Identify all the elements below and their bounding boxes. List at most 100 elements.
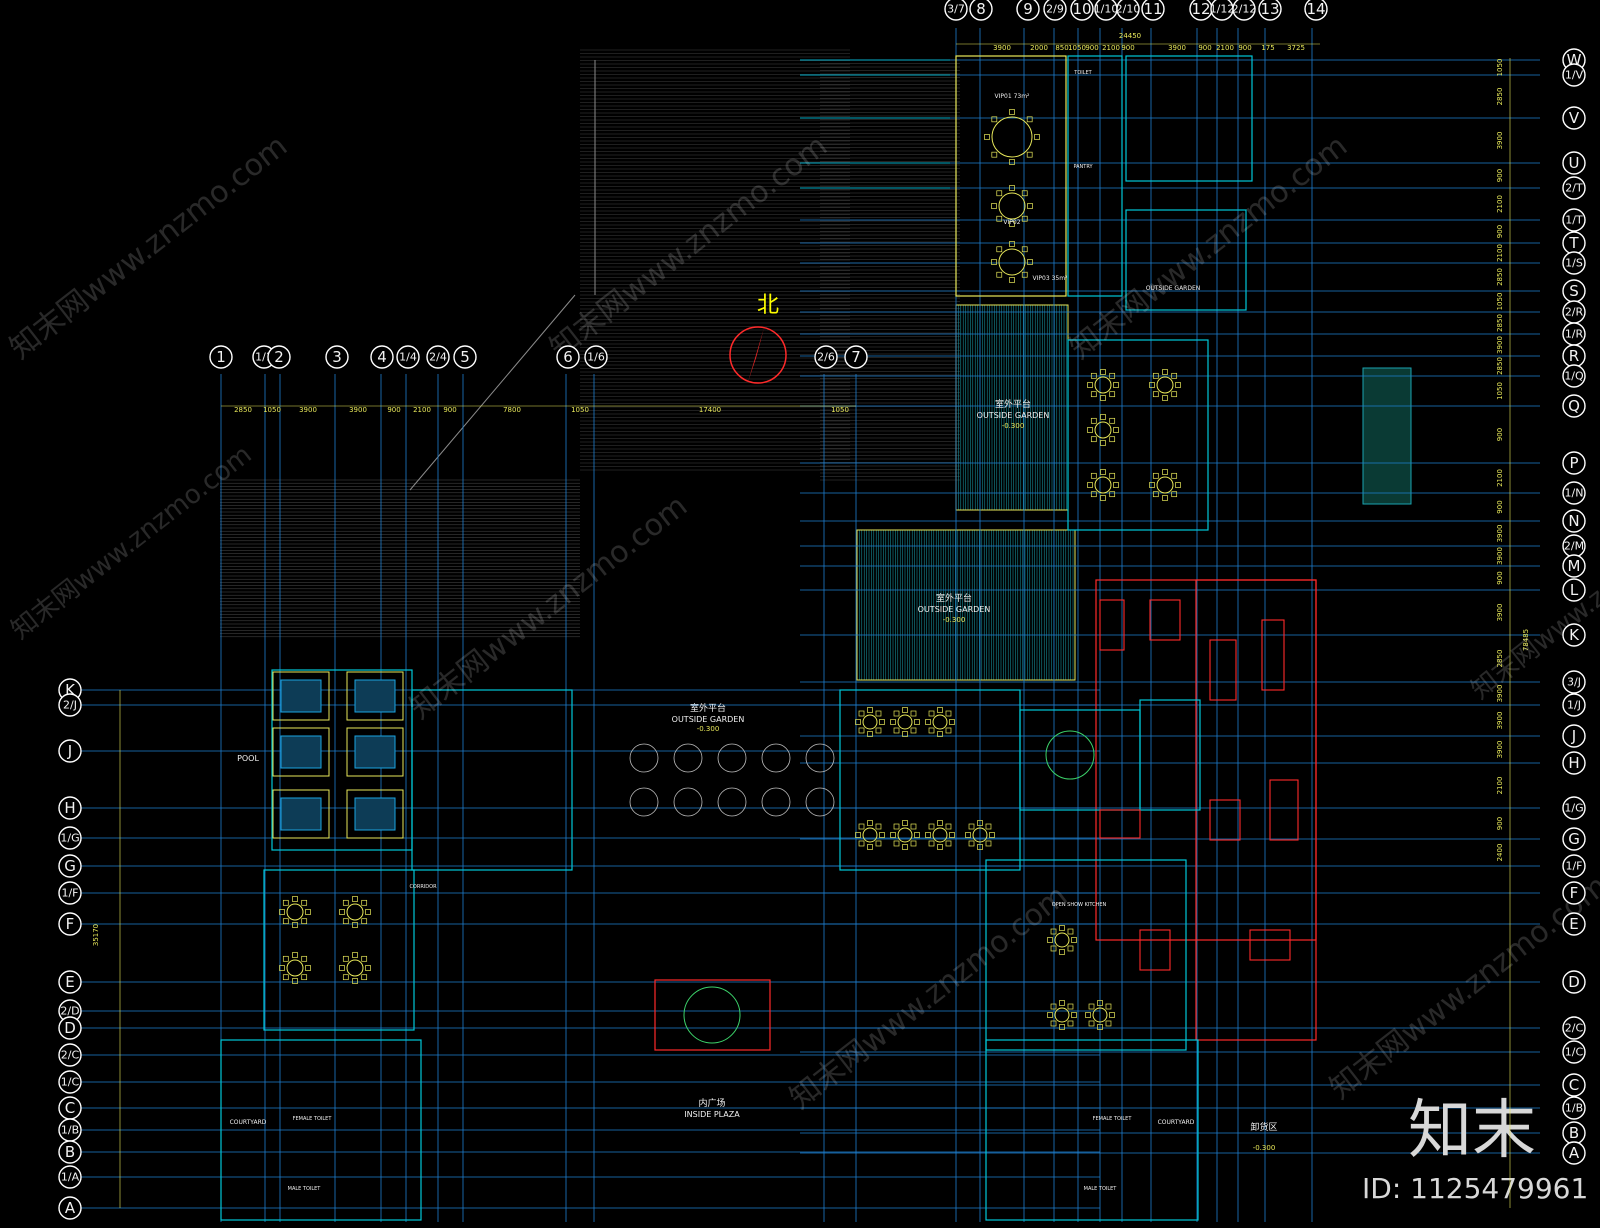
top-dim-4: 900	[1085, 44, 1098, 52]
svg-text:V: V	[1569, 109, 1580, 127]
right-dim-1: 2850	[1496, 88, 1504, 106]
axis-bubble-right-13: Q	[1562, 394, 1586, 418]
hall-table-0	[855, 707, 885, 737]
site-boundary	[409, 60, 596, 491]
svg-text:2/C: 2/C	[1565, 1022, 1584, 1035]
axis-bubble-top-11: 13	[1258, 0, 1282, 21]
axis-bubble-right-5: 1/T	[1562, 208, 1586, 232]
axis-bubble-top-6: 2/10	[1116, 0, 1140, 21]
right-dim-22: 3900	[1496, 712, 1504, 730]
courtyard-label-2: COURTYARD	[1158, 1119, 1195, 1126]
top-dim-6: 900	[1121, 44, 1134, 52]
west-service-block-wall	[220, 1039, 422, 1221]
axis-bubble-right-11: R	[1562, 344, 1586, 368]
axis-bubble-right-6: T	[1562, 231, 1586, 255]
axis-bubble-right-32: 1/C	[1562, 1040, 1586, 1064]
hall-table-3	[855, 820, 885, 850]
level-mark-4: -0.300	[1253, 1144, 1276, 1152]
right-dim-26: 2400	[1496, 844, 1504, 862]
svg-text:R: R	[1569, 347, 1579, 365]
top-total-dimension: 24450	[1119, 32, 1141, 40]
svg-text:2/C: 2/C	[61, 1049, 80, 1062]
svg-text:E: E	[65, 973, 74, 991]
right-dim-11: 2850	[1496, 357, 1504, 375]
left-dim-5: 2100	[413, 406, 431, 414]
svg-text:1/C: 1/C	[61, 1076, 80, 1089]
axis-bubble-left-3: 3	[325, 345, 349, 369]
axis-bubble-left-7: 5	[453, 345, 477, 369]
svg-text:1/F: 1/F	[61, 887, 78, 900]
svg-text:M: M	[1568, 557, 1581, 575]
corridor-label: CORRIDOR	[409, 884, 437, 890]
plaza-circle-0-0	[629, 743, 659, 773]
axis-bubble-top-2: 9	[1016, 0, 1040, 21]
svg-text:1/12: 1/12	[1210, 3, 1235, 16]
female-toilet-label-2: FEMALE TOILET	[1093, 1116, 1133, 1122]
right-dim-12: 1050	[1496, 382, 1504, 400]
svg-text:K: K	[65, 681, 76, 699]
tea-room-wall	[263, 869, 415, 1031]
north-arrow: 北	[729, 293, 787, 384]
axis-bubble-top-4: 10	[1070, 0, 1094, 21]
svg-text:1/G: 1/G	[60, 832, 79, 845]
svg-text:1/Q: 1/Q	[1564, 370, 1584, 383]
axis-bubble-left-9: 1/6	[584, 345, 608, 369]
vip03-label: VIP03 35m²	[1033, 275, 1069, 282]
axis-bubble-leftside-12: 1/C	[58, 1070, 82, 1094]
axis-bubble-top-7: 11	[1141, 0, 1165, 21]
building-layer	[220, 55, 1317, 1221]
plaza-circle-1-1	[673, 787, 703, 817]
top-dim-10: 900	[1238, 44, 1251, 52]
svg-text:N: N	[1568, 512, 1579, 530]
svg-text:T: T	[1568, 234, 1579, 252]
right-dim-15: 900	[1496, 500, 1504, 513]
svg-text:A: A	[65, 1199, 76, 1217]
top-dim-12: 3725	[1287, 44, 1305, 52]
terrace-hatch	[220, 49, 1412, 681]
right-dim-3: 900	[1496, 169, 1504, 182]
pool-cabin-3	[346, 727, 404, 777]
vip03-table	[991, 241, 1033, 283]
pool-cabin-water-5	[354, 797, 396, 831]
axis-bubble-right-19: L	[1562, 578, 1586, 602]
tea-table-1	[339, 896, 371, 928]
axis-bubble-leftside-17: A	[58, 1196, 82, 1220]
watermark-4: 知末网www.znzmo.com	[6, 440, 258, 646]
pool-room-wall	[271, 669, 413, 851]
right-dim-6: 2100	[1496, 244, 1504, 262]
hall-table-1	[890, 707, 920, 737]
watermark-3: 知末网www.znzmo.com	[1063, 128, 1354, 366]
svg-text:1: 1	[216, 348, 226, 366]
brand-id: ID: 1125479961	[1362, 1172, 1588, 1205]
axis-bubble-right-9: 2/R	[1562, 300, 1586, 324]
dining-hall-north-wall	[1067, 339, 1209, 531]
right-dim-8: 1050	[1496, 293, 1504, 311]
dining-table-4	[1087, 414, 1119, 446]
svg-text:1/B: 1/B	[1565, 1102, 1583, 1115]
vip02-label: VIP02	[1003, 219, 1020, 226]
pool-cabin-water-4	[280, 797, 322, 831]
pool-label: POOL	[237, 754, 259, 763]
kitchen-equipment-3	[1261, 619, 1285, 691]
inside-plaza-cn-label: 内广场	[698, 1097, 725, 1109]
svg-text:2/4: 2/4	[429, 351, 447, 364]
pool-cabin-water-2	[280, 735, 322, 769]
service-core-wall	[1067, 55, 1123, 297]
outside-garden-cn-label-3: 室外平台	[690, 702, 726, 714]
outside-garden-cn-label-1: 室外平台	[995, 398, 1031, 410]
pool-cabin-1	[346, 671, 404, 721]
svg-text:2/9: 2/9	[1046, 3, 1064, 16]
kitchen-block-wall	[1095, 579, 1317, 941]
svg-text:8: 8	[976, 0, 986, 18]
axis-bubble-leftside-13: C	[58, 1096, 82, 1120]
axis-bubble-left-2: 2	[267, 345, 291, 369]
svg-text:1/4: 1/4	[399, 351, 417, 364]
kitchen-table-0	[1047, 1000, 1077, 1030]
axis-bubble-top-0: 3/7	[944, 0, 968, 21]
axis-bubble-right-12: 1/Q	[1562, 364, 1586, 388]
outside-garden-deck-2	[856, 529, 1076, 681]
open-kitchen-wall	[985, 859, 1187, 1051]
axis-bubble-left-11: 7	[844, 345, 868, 369]
axis-bubble-right-27: 1/F	[1562, 854, 1586, 878]
toilet-block-wall	[1125, 55, 1253, 182]
